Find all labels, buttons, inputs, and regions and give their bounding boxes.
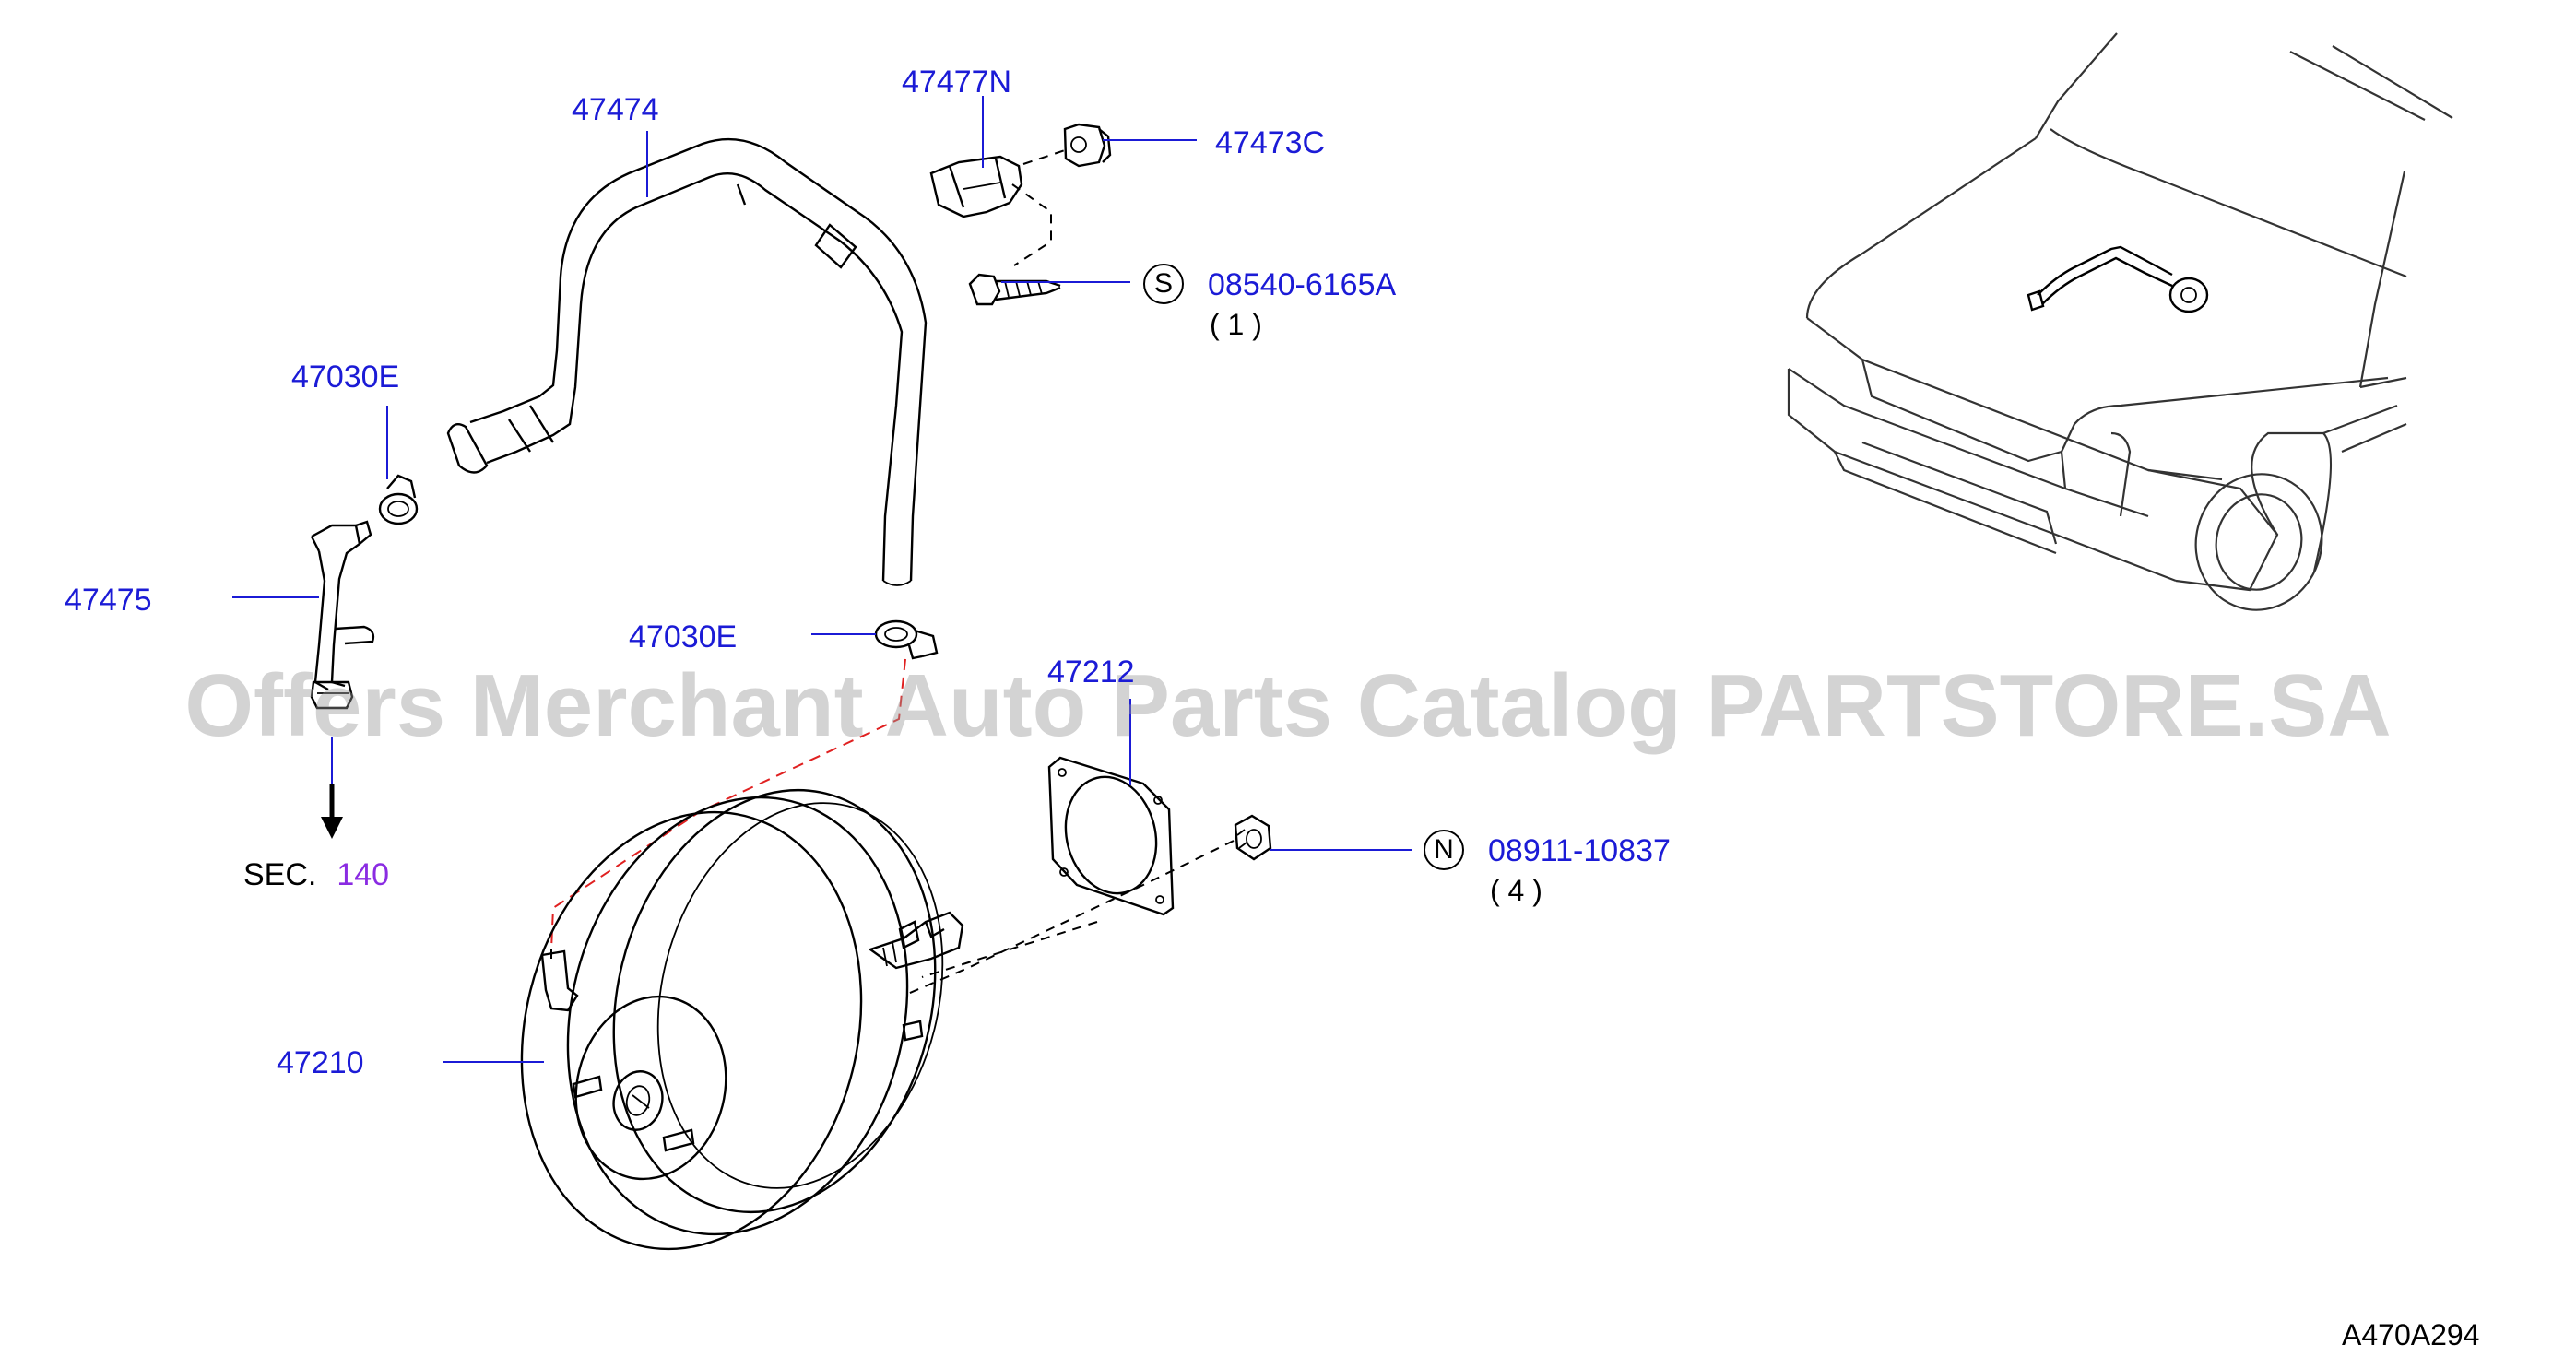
vacuum-hose-47474[interactable]: [446, 137, 928, 586]
section-arrow: [321, 737, 343, 839]
nut-08911-10837[interactable]: [1234, 814, 1272, 861]
hose-clamp-47030e-lower[interactable]: [874, 619, 939, 660]
part-label-47477n[interactable]: 47477N: [902, 65, 1012, 100]
part-label-47030e-lower[interactable]: 47030E: [629, 619, 738, 655]
screw-08540-6165a[interactable]: [968, 273, 1061, 306]
part-label-47212[interactable]: 47212: [1047, 655, 1135, 690]
hose-clamp-47030e-upper[interactable]: [378, 474, 419, 525]
nut-badge-icon: N: [1424, 830, 1464, 870]
section-prefix: SEC.: [243, 857, 317, 892]
section-number-link[interactable]: 140: [337, 857, 390, 892]
part-label-47210[interactable]: 47210: [277, 1045, 364, 1080]
leader-lines: [232, 96, 1412, 1063]
screw-badge-icon: S: [1143, 264, 1184, 304]
section-reference: SEC. 140: [243, 859, 389, 890]
part-label-47473c[interactable]: 47473C: [1215, 125, 1326, 160]
assembly-line-nut-stud: [903, 840, 1235, 997]
quantity-08540-6165a: ( 1 ): [1210, 308, 1262, 341]
grommet-47473c[interactable]: [1063, 123, 1112, 168]
part-label-08540-6165a[interactable]: 08540-6165A: [1208, 267, 1397, 302]
clip-47477n[interactable]: [929, 155, 1023, 218]
vehicle-location-illustration: [1787, 32, 2453, 611]
part-label-47475[interactable]: 47475: [65, 583, 152, 618]
assembly-line-gasket: [921, 921, 1098, 978]
vacuum-hose-47475[interactable]: [310, 520, 375, 710]
part-label-47030e-upper[interactable]: 47030E: [291, 360, 400, 395]
diagram-id: A470A294: [2342, 1318, 2480, 1351]
part-label-47474[interactable]: 47474: [572, 92, 659, 127]
quantity-08911-10837: ( 4 ): [1490, 874, 1542, 907]
assembly-line-clip-screw: [1011, 183, 1052, 266]
brake-booster-47210[interactable]: [477, 756, 982, 1286]
assembly-line-clip-grommet: [1022, 148, 1069, 165]
part-label-08911-10837[interactable]: 08911-10837: [1488, 833, 1671, 868]
gasket-47212[interactable]: [1047, 756, 1175, 916]
